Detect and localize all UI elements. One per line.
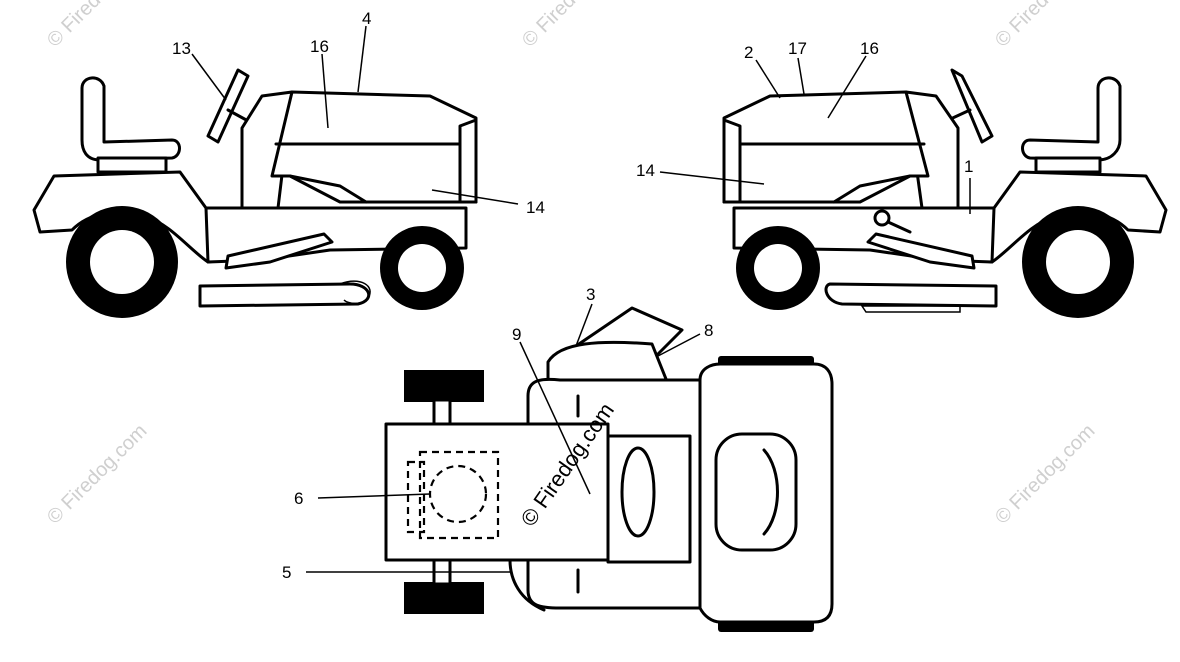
hood-top <box>384 422 610 562</box>
leader-2 <box>755 59 781 99</box>
footrest <box>866 232 976 270</box>
callout-17: 17 <box>788 39 807 58</box>
pedal-arm <box>886 220 912 234</box>
seat-base <box>96 156 168 174</box>
leader-6 <box>317 493 431 499</box>
front-wheel-hub <box>398 244 446 292</box>
leader-14-right <box>659 171 765 185</box>
callout-16-left: 16 <box>310 37 329 56</box>
callout-8: 8 <box>704 321 713 340</box>
leader-16-right <box>827 55 867 119</box>
deck-edge <box>508 558 546 612</box>
leader-17 <box>797 57 805 95</box>
leader-16-left <box>321 53 329 129</box>
mower-deck <box>824 282 998 308</box>
callout-4: 4 <box>362 9 371 28</box>
steering-wheel <box>950 68 994 144</box>
axle-upper <box>432 398 452 428</box>
callout-3: 3 <box>586 285 595 304</box>
grille <box>722 118 742 204</box>
dash-tower <box>904 90 960 210</box>
deck-chute <box>339 280 371 305</box>
callout-14-right: 14 <box>636 161 655 180</box>
callout-16-right: 16 <box>860 39 879 58</box>
seat-back <box>762 448 779 536</box>
grille <box>458 118 478 204</box>
leader-8 <box>657 333 701 357</box>
rear-wheel-hub <box>90 230 154 294</box>
deck-trim <box>860 305 961 313</box>
left-side-view-tractor <box>32 25 519 318</box>
callout-13: 13 <box>172 39 191 58</box>
top-view-tractor: © Firedog.com <box>306 303 834 632</box>
callout-2: 2 <box>744 43 753 62</box>
callout-6: 6 <box>294 489 303 508</box>
rear-wheel-hub <box>1046 230 1110 294</box>
leader-3 <box>575 303 593 347</box>
watermark-top-left: © Firedog.com <box>43 0 152 52</box>
watermark-bottom-right: © Firedog.com <box>991 420 1100 529</box>
watermark-top-center: © Firedog.com <box>518 0 627 52</box>
callout-9: 9 <box>512 325 521 344</box>
pedal-knob <box>873 209 891 227</box>
hood <box>270 90 478 204</box>
watermark-bottom-left: © Firedog.com <box>43 420 152 529</box>
front-wheel-top-left <box>404 370 484 402</box>
leader-13 <box>191 53 227 101</box>
callout-14-left: 14 <box>526 198 545 217</box>
chute-shroud <box>546 340 670 388</box>
seat <box>80 76 181 162</box>
steering-wheel-top <box>620 446 656 538</box>
footrest <box>224 232 334 270</box>
hood <box>722 90 930 204</box>
leader-9 <box>519 341 591 495</box>
seat <box>1021 76 1122 162</box>
mower-deck <box>198 282 371 308</box>
leader-4 <box>357 25 367 93</box>
hood-side <box>832 174 912 204</box>
seat-base <box>1034 156 1102 174</box>
front-wheel-hub <box>754 244 802 292</box>
steering-wheel <box>206 68 250 144</box>
watermark-top-right: © Firedog.com <box>991 0 1100 52</box>
hood-side <box>288 174 368 204</box>
decal-area-square <box>418 450 500 540</box>
seat-top <box>714 432 798 552</box>
front-wheel-bottom-left <box>404 582 484 614</box>
callout-1: 1 <box>964 157 973 176</box>
decal-area-rect <box>406 460 426 534</box>
callout-5: 5 <box>282 563 291 582</box>
right-side-view-tractor <box>659 55 1168 318</box>
leader-14-left <box>431 189 519 205</box>
